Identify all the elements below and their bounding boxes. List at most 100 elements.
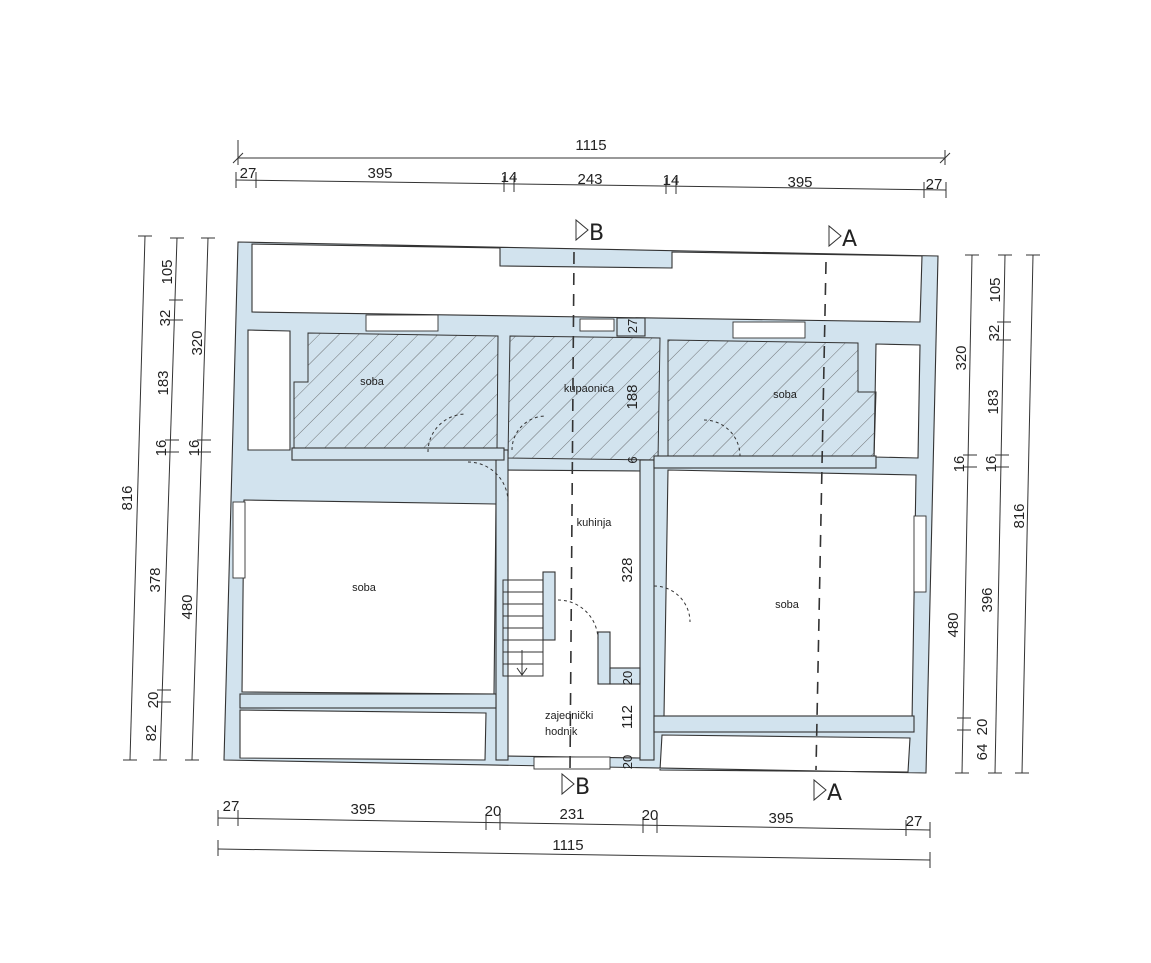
partition-wall [653, 715, 915, 733]
window [365, 314, 439, 332]
room-label-soba-top-right: soba [773, 389, 798, 401]
dim-right-outer: 396 [979, 587, 996, 612]
stairs [502, 571, 556, 677]
dim-right-outer-ticks [988, 254, 1012, 774]
partition-stub [609, 667, 641, 685]
room-label-hodnik-line1: zajednički [545, 710, 593, 722]
dim-right-outer: 105 [987, 277, 1004, 302]
room-label-soba-left: soba [352, 582, 377, 594]
section-line-b [569, 251, 575, 771]
section-arrow-icon [828, 224, 842, 248]
dim-left-outer: 16 [153, 440, 170, 457]
partition-stub [597, 631, 611, 685]
dim-bottom-seg: 20 [485, 803, 502, 820]
partition-wall [653, 455, 877, 469]
hatched-room-soba-top-right [667, 339, 877, 459]
dim-right-outer: 32 [986, 325, 1003, 342]
dim-interior: 328 [619, 557, 636, 582]
dim-top-seg: 395 [787, 174, 812, 191]
hatched-room-soba-top-left [293, 332, 499, 451]
door-swing [703, 419, 741, 457]
section-label-b-top: B [589, 221, 604, 246]
section-line-a [815, 261, 827, 771]
dim-line-right-total [1021, 254, 1034, 774]
section-markers: B A B A [561, 218, 857, 806]
windows [232, 314, 927, 770]
dim-bottom-seg: 27 [906, 813, 923, 830]
section-label-a-bottom: A [827, 781, 842, 806]
dim-left-outer: 32 [157, 310, 174, 327]
partition-wall [639, 459, 655, 761]
dim-left-outer: 82 [143, 725, 160, 742]
section-label-a-top: A [842, 227, 857, 252]
room-label-hodnik-line2: hodnik [545, 726, 578, 738]
dim-right-inner: 320 [953, 345, 970, 370]
partition-wall [291, 447, 505, 461]
dim-bottom-seg: 20 [642, 807, 659, 824]
dim-line-bottom-segments [217, 817, 931, 831]
dim-bottom-seg: 395 [768, 810, 793, 827]
section-arrow-icon [813, 778, 827, 802]
dim-right-inner: 64 [974, 744, 991, 761]
room-label-kuhinja: kuhinja [577, 517, 613, 529]
partition-wall [495, 449, 509, 761]
dim-interior: 6 [625, 456, 640, 463]
dim-left-total: 816 [119, 485, 136, 510]
dim-right-outer: 16 [983, 456, 1000, 473]
door-swing [511, 415, 547, 451]
dim-interior: 20 [620, 671, 635, 685]
dim-right-outer: 183 [985, 389, 1002, 414]
dim-left-inner: 320 [189, 330, 206, 355]
dim-top-seg: 14 [663, 172, 680, 189]
door-swing [467, 461, 509, 536]
interior-dimensions: 188 27 6 328 20 112 20 [619, 319, 641, 769]
dim-bottom-seg: 231 [559, 806, 584, 823]
door-swing [427, 413, 467, 453]
section-label-b-bottom: B [575, 775, 590, 800]
dim-line-left-inner [191, 237, 209, 761]
dim-top-ticks [235, 172, 947, 198]
window [913, 515, 927, 593]
dim-line-bottom-total [217, 848, 931, 861]
dim-right-inner-ticks [955, 254, 979, 774]
dim-right-inner: 480 [945, 612, 962, 637]
window [533, 756, 611, 770]
dim-left-inner: 480 [179, 594, 196, 619]
dim-line-right-outer [994, 254, 1006, 774]
section-arrow-icon [561, 772, 575, 796]
dim-left-inner-ticks [185, 237, 215, 761]
dim-bottom-seg: 395 [350, 801, 375, 818]
right-dimensions: 320 16 480 20 64 105 32 183 16 396 816 [945, 254, 1040, 774]
window [232, 501, 246, 579]
dim-right-inner: 16 [951, 456, 968, 473]
dim-top-seg: 27 [926, 176, 943, 193]
room-labels: soba kupaonica soba kuhinja soba soba za… [352, 376, 800, 738]
shaft [616, 317, 646, 337]
window [579, 318, 615, 332]
partition-wall [239, 693, 497, 709]
dim-right-total: 816 [1011, 503, 1028, 528]
dim-top-seg: 27 [240, 165, 257, 182]
dim-line-left-outer [159, 237, 178, 761]
stairs-wall [542, 571, 556, 641]
dim-line-left-total [129, 235, 146, 761]
dim-top-seg: 14 [501, 169, 518, 186]
dim-top-seg: 395 [367, 165, 392, 182]
dim-line-top-segments [235, 179, 947, 191]
dim-tick [232, 152, 244, 164]
room-label-kupaonica: kupaonica [564, 383, 615, 395]
dim-left-outer: 105 [159, 259, 176, 284]
dim-interior: 188 [624, 384, 641, 409]
top-dimensions: 1115 27 395 14 243 14 395 27 [232, 137, 951, 198]
dim-interior: 112 [619, 705, 636, 729]
section-arrow-icon [575, 218, 589, 242]
door-swing [557, 599, 599, 641]
doors [427, 413, 741, 641]
dim-line-right-inner [961, 254, 973, 774]
building [223, 241, 939, 774]
partitions [239, 317, 915, 761]
dim-right-inner: 20 [974, 719, 991, 736]
stairs-direction-arrow-icon [516, 650, 528, 676]
dim-bottom-total: 1115 [552, 837, 583, 854]
